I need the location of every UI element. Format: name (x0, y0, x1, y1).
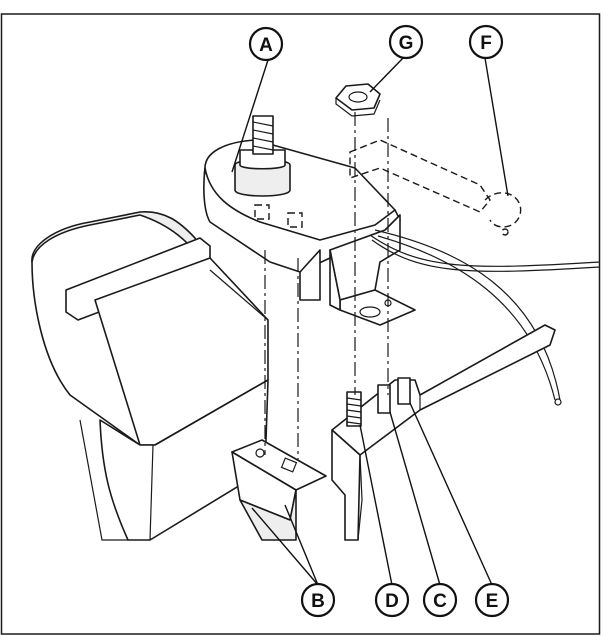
callout-e: E (474, 582, 510, 618)
callout-d-label: D (385, 591, 399, 612)
leader-b-2 (251, 507, 319, 586)
callout-g: G (388, 24, 424, 60)
callout-b-label: B (311, 591, 325, 612)
lever-arm-part (331, 324, 556, 541)
leader-g (369, 55, 406, 93)
mount-bracket-part (329, 214, 416, 326)
leader-e (409, 402, 493, 586)
callout-f: F (468, 24, 504, 60)
callout-d: D (374, 582, 410, 618)
callout-c: C (422, 582, 458, 618)
callout-f-label: F (480, 33, 492, 54)
alignment-lines (264, 112, 389, 460)
leader-f (484, 57, 509, 197)
callout-g-label: G (399, 33, 414, 54)
plate-a-part (203, 115, 401, 301)
hidden-linkage-part (349, 139, 522, 236)
nut-g-part (335, 83, 381, 117)
diagram-border (0, 13, 601, 635)
cable-part (369, 229, 601, 406)
callout-a-label: A (259, 35, 273, 56)
callout-e-label: E (486, 591, 499, 612)
leader-b-1 (284, 504, 319, 586)
housing-part (31, 211, 269, 541)
leader-a (231, 59, 269, 173)
bracket-b-part (231, 439, 327, 541)
callout-c-label: C (433, 591, 447, 612)
leader-c (389, 411, 441, 586)
leader-d (359, 424, 393, 586)
callout-b: B (300, 582, 336, 618)
callout-a: A (248, 26, 284, 62)
